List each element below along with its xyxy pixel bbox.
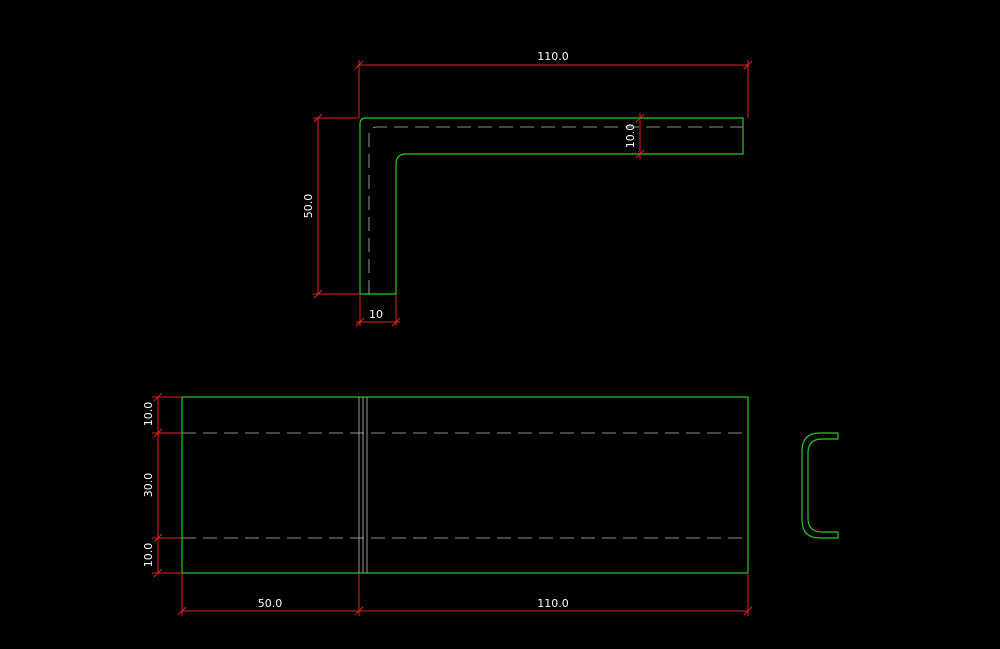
tick-mark <box>177 606 187 616</box>
dim-top-overall-length <box>354 60 753 118</box>
dim-text-lower-offset: 10.0 <box>142 543 155 568</box>
dim-top-height <box>313 113 359 299</box>
tick-mark <box>153 392 163 402</box>
l-profile-outline <box>359 117 744 295</box>
dim-bottom-lengths <box>177 573 753 616</box>
tick-mark <box>635 113 645 123</box>
tick-mark <box>153 568 163 578</box>
dim-text-top-overall: 110.0 <box>537 50 569 63</box>
tick-mark <box>313 289 323 299</box>
bottom-view <box>181 396 749 574</box>
tick-mark <box>743 60 753 70</box>
dim-text-middle-width: 30.0 <box>142 473 155 498</box>
tick-mark <box>743 606 753 616</box>
dim-text-leg-thickness: 10 <box>369 308 383 321</box>
dim-leg-thickness <box>355 294 401 327</box>
dim-text-upper-offset: 10.0 <box>142 402 155 427</box>
dim-top-thickness <box>635 113 645 159</box>
dim-text-left-length: 50.0 <box>258 597 283 610</box>
plan-outline <box>181 396 749 574</box>
tick-mark <box>354 606 364 616</box>
channel-profile-outline <box>801 432 839 539</box>
tick-mark <box>355 317 365 327</box>
tick-mark <box>153 533 163 543</box>
side-view <box>801 432 839 539</box>
l-profile-centerline <box>368 126 743 294</box>
dim-text-thickness-top: 10.0 <box>624 124 637 149</box>
tick-mark <box>313 113 323 123</box>
tick-mark <box>153 428 163 438</box>
dim-left-stack <box>152 392 182 578</box>
tick-mark <box>635 149 645 159</box>
top-view <box>359 117 744 295</box>
tick-mark <box>391 317 401 327</box>
tick-mark <box>354 60 364 70</box>
dim-text-right-length: 110.0 <box>537 597 569 610</box>
dim-text-height: 50.0 <box>302 194 315 219</box>
